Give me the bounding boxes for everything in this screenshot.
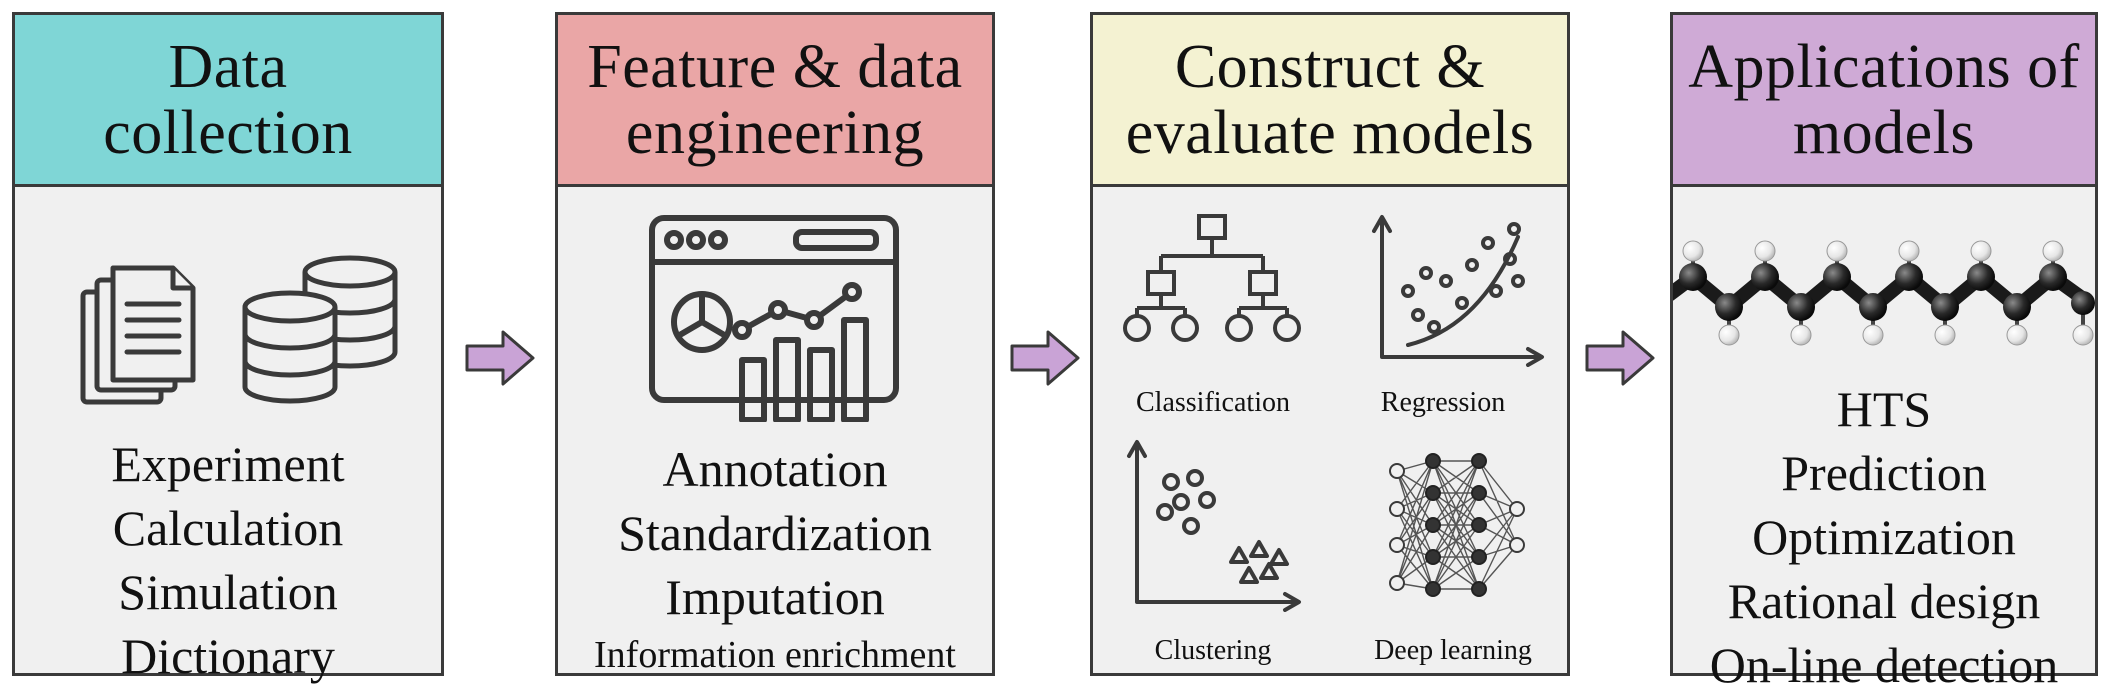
list-item: Annotation xyxy=(662,441,888,497)
panel-header: Applications of models xyxy=(1673,15,2095,187)
item-list: Experiment Calculation Simulation Dictio… xyxy=(15,432,441,688)
database-icon xyxy=(242,255,398,404)
panel-body: HTS Prediction Optimization Rational des… xyxy=(1673,187,2095,693)
molecule-chain-icon xyxy=(1673,240,2095,346)
item-list: HTS Prediction Optimization Rational des… xyxy=(1673,377,2095,697)
panel-title: Feature & data engineering xyxy=(587,32,963,167)
panel-data-collection: Data collection xyxy=(12,12,444,684)
panel-applications: Applications of models xyxy=(1670,12,2098,693)
subpanel-label: Classification xyxy=(1136,387,1290,418)
panel-feature-engineering: Feature & data engineering xyxy=(555,12,995,676)
list-item: Rational design xyxy=(1727,573,2041,629)
panel-body: Experiment Calculation Simulation Dictio… xyxy=(15,187,441,684)
arrow-right-icon xyxy=(465,330,535,386)
subpanel-label: Regression xyxy=(1380,387,1506,418)
arrow-right-icon xyxy=(1010,330,1080,386)
list-item: Optimization xyxy=(1752,509,2016,565)
list-item: Imputation xyxy=(665,569,885,625)
subpanel-label: Deep learning xyxy=(1374,635,1532,666)
list-item: Simulation xyxy=(118,564,338,620)
panel-body: Annotation Standardization Imputation In… xyxy=(558,187,992,676)
list-item: Prediction xyxy=(1781,445,1987,501)
panel-body: Classification Regress xyxy=(1093,187,1567,673)
panel-header: Data collection xyxy=(15,15,441,187)
analytics-dashboard-icon xyxy=(649,215,899,422)
neural-network-icon xyxy=(1389,453,1525,597)
panel-title: Construct & evaluate models xyxy=(1125,32,1535,167)
panel-title: Applications of models xyxy=(1688,32,2080,167)
clustering-plot-icon xyxy=(1127,440,1301,612)
regression-plot-icon xyxy=(1372,215,1544,367)
panel-construct-models: Construct & evaluate models xyxy=(1090,12,1570,676)
item-list: Annotation Standardization Imputation In… xyxy=(558,437,992,681)
list-item: Dictionary xyxy=(121,628,335,684)
list-item: Information enrichment xyxy=(594,634,956,676)
list-item: HTS xyxy=(1836,381,1932,437)
subpanel-label: Clustering xyxy=(1154,635,1272,666)
document-stack-icon xyxy=(80,265,196,405)
classification-tree-icon xyxy=(1123,214,1301,342)
list-item: Calculation xyxy=(112,500,344,556)
panel-title: Data collection xyxy=(103,32,353,167)
list-item: Standardization xyxy=(618,505,932,561)
panel-header: Construct & evaluate models xyxy=(1093,15,1567,187)
panel-header: Feature & data engineering xyxy=(558,15,992,187)
list-item: Experiment xyxy=(111,436,345,492)
list-item: On-line detection xyxy=(1709,637,2059,693)
arrow-right-icon xyxy=(1585,330,1655,386)
